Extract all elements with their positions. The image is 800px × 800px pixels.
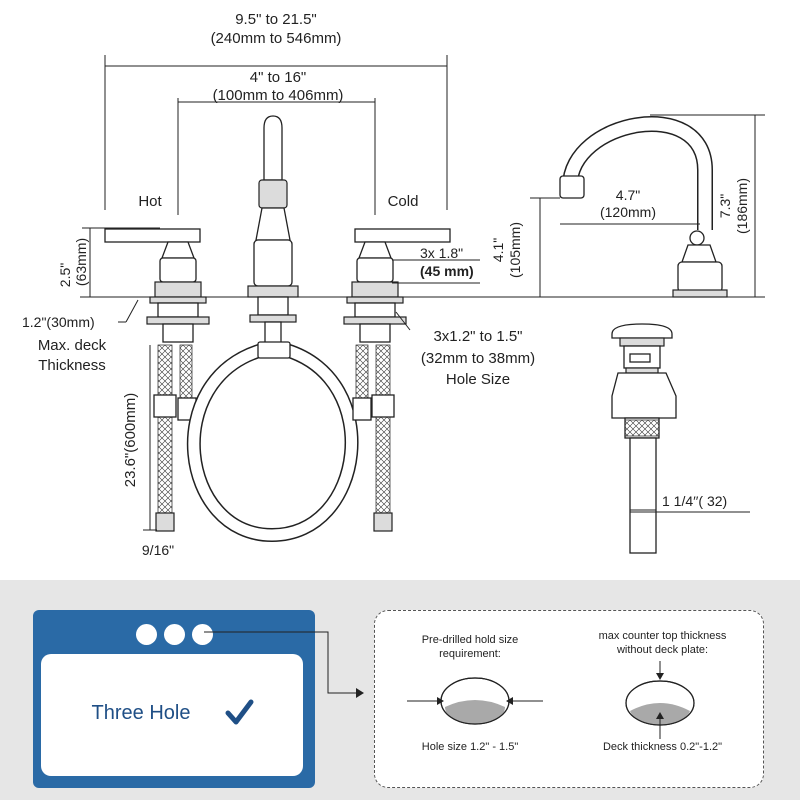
spout-reach-mm-label: (120mm)	[600, 204, 656, 220]
total-span-mm-label: (240mm to 546mm)	[211, 30, 342, 47]
spout-clearance-dimension	[530, 197, 560, 297]
spout-height-dimension	[650, 114, 765, 297]
hole-size-label: 3x1.2" to 1.5"	[433, 328, 522, 345]
handle-hole-label: 3x 1.8"	[420, 245, 463, 261]
spout-reach-label: 4.7"	[616, 187, 640, 203]
handle-height-dimension	[82, 227, 160, 297]
total-span-label: 9.5" to 21.5"	[235, 11, 317, 28]
deck-thickness-caption-2: Thickness	[38, 357, 106, 374]
center-span-mm-label: (100mm to 406mm)	[213, 87, 344, 104]
counter-note-line2: without deck plate:	[616, 644, 709, 656]
counter-note-line1: max counter top thickness	[598, 630, 727, 642]
hole-dot-1	[136, 624, 157, 645]
hole-size-leader	[395, 311, 411, 331]
mixing-hose-loop	[186, 341, 359, 543]
pop-up-drain	[611, 323, 677, 554]
hose-length-label: 23.6"(600mm)	[122, 393, 139, 488]
handle-height-label: 2.5"	[57, 263, 73, 287]
side-spout	[559, 116, 728, 298]
drain-size-label: 1 1/4′′( 32)	[662, 493, 727, 509]
deck-thickness-caption: Deck thickness 0.2"-1.2"	[602, 741, 723, 753]
hole-dot-3	[192, 624, 213, 645]
deck-thickness-illustration	[625, 661, 695, 739]
hole-size-caption: Hole Size	[446, 371, 510, 388]
hot-supply-hose	[153, 344, 197, 532]
counter-note: max counter top thickness without deck p…	[575, 629, 750, 657]
three-hole-label: Three Hole	[91, 702, 191, 724]
hot-handle	[104, 228, 210, 343]
arrow-icon	[356, 688, 364, 698]
center-span-label: 4" to 16"	[250, 69, 307, 86]
hole-requirements-card: Pre-drilled hold size requirement: Hole …	[374, 610, 764, 788]
three-hole-card: Three Hole	[33, 610, 315, 788]
handle-hole-mm-label: (45 mm)	[420, 263, 474, 279]
total-span-dimension	[104, 55, 448, 210]
spout-clearance-mm-label: (105mm)	[507, 222, 523, 278]
cold-supply-hose	[352, 344, 395, 532]
faucet-dimension-drawing: 9.5" to 21.5" (240mm to 546mm) 4" to 16"…	[22, 11, 765, 558]
deck-thickness-label: 1.2"(30mm)	[22, 314, 95, 330]
hose-length-dimension	[143, 345, 157, 531]
spout-clearance-label: 4.1"	[490, 238, 506, 262]
cold-handle	[343, 228, 451, 343]
cold-label: Cold	[388, 193, 419, 210]
install-info-panel: Three Hole Pre-drilled hold size require…	[0, 580, 800, 800]
three-hole-card-body: Three Hole	[41, 654, 303, 776]
hot-label: Hot	[138, 193, 162, 210]
hole-note-line1: Pre-drilled hold size	[421, 634, 519, 646]
center-spout	[247, 115, 299, 345]
hole-dot-2	[164, 624, 185, 645]
hole-note: Pre-drilled hold size requirement:	[395, 633, 545, 661]
handle-hole-dimension	[392, 259, 480, 284]
spout-height-label: 7.3"	[717, 194, 733, 218]
spout-height-mm-label: (186mm)	[734, 178, 750, 234]
hose-thread-label: 9/16"	[142, 542, 174, 558]
deck-thickness-dimension	[118, 299, 139, 323]
center-span-dimension	[177, 98, 376, 215]
deck-thickness-caption-1: Max. deck	[38, 337, 107, 354]
handle-height-mm-label: (63mm)	[73, 238, 89, 286]
hole-size-caption: Hole size 1.2" - 1.5"	[421, 741, 519, 753]
hole-size-mm-label: (32mm to 38mm)	[421, 350, 535, 367]
hole-size-illustration	[407, 677, 543, 725]
hole-note-line2: requirement:	[439, 648, 501, 660]
check-icon	[225, 699, 254, 725]
